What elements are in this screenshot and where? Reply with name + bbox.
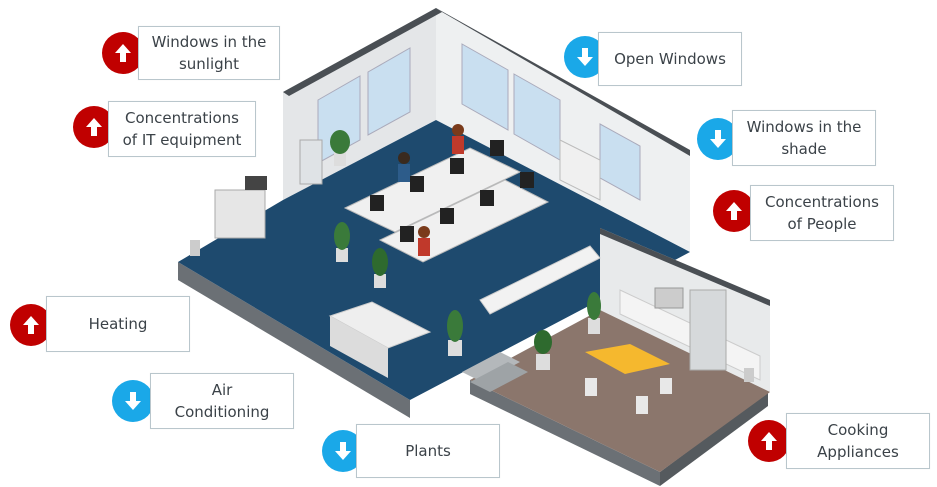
person-1-body bbox=[398, 164, 410, 182]
label-windows-sunlight-text: Windows in the sunlight bbox=[151, 33, 267, 73]
label-windows-sunlight: Windows in the sunlight bbox=[138, 26, 280, 80]
monitor-7 bbox=[480, 190, 494, 206]
steps-2 bbox=[470, 362, 528, 392]
arrow-up-icon bbox=[761, 432, 777, 450]
wall-top-left bbox=[283, 8, 442, 96]
increase-badge-heating bbox=[10, 304, 52, 346]
label-windows-shade-text: Windows in the shade bbox=[746, 118, 862, 158]
bin-office bbox=[190, 240, 200, 256]
wall-top-right bbox=[436, 8, 690, 156]
arrow-up-icon bbox=[726, 202, 742, 220]
label-people: Concentrations of People bbox=[750, 185, 894, 241]
arrow-down-icon bbox=[125, 392, 141, 410]
label-heating-text: Heating bbox=[88, 315, 148, 333]
monitor-3 bbox=[450, 158, 464, 174]
arrow-up-icon bbox=[86, 118, 102, 136]
increase-badge-people bbox=[713, 190, 755, 232]
label-cooking: Cooking Appliances bbox=[786, 413, 930, 469]
microwave bbox=[654, 287, 684, 309]
monitor-1 bbox=[370, 195, 384, 211]
label-plants-text: Plants bbox=[405, 442, 451, 460]
arrow-down-icon bbox=[577, 48, 593, 66]
arrow-up-icon bbox=[115, 44, 131, 62]
reception-counter bbox=[479, 245, 601, 315]
kitchen-slab-side bbox=[470, 380, 660, 486]
label-air-conditioning-text: Air Conditioning bbox=[174, 381, 270, 421]
monitor-8 bbox=[520, 172, 534, 188]
monitor-2 bbox=[410, 176, 424, 192]
plant-1 bbox=[330, 130, 350, 166]
label-air-conditioning: Air Conditioning bbox=[150, 373, 294, 429]
label-it-equipment-text: Concentrations of IT equipment bbox=[122, 109, 242, 149]
copier bbox=[214, 189, 266, 239]
label-open-windows-text: Open Windows bbox=[614, 50, 726, 68]
office-floor bbox=[178, 120, 690, 400]
monitor-4 bbox=[490, 140, 504, 156]
label-people-text: Concentrations of People bbox=[765, 193, 879, 233]
window-left-2 bbox=[367, 47, 411, 136]
increase-badge-windows-sunlight bbox=[102, 32, 144, 74]
arrow-down-icon bbox=[335, 442, 351, 460]
window-right-1 bbox=[461, 43, 509, 131]
stool-1 bbox=[585, 378, 597, 396]
arrow-up-icon bbox=[23, 316, 39, 334]
printer bbox=[245, 176, 267, 190]
monitor-5 bbox=[400, 226, 414, 242]
kitchen-slab-front bbox=[660, 392, 768, 486]
increase-badge-cooking bbox=[748, 420, 790, 462]
sofa-front bbox=[330, 316, 388, 378]
person-2-body bbox=[452, 136, 464, 154]
label-cooking-text: Cooking Appliances bbox=[817, 421, 899, 461]
plant-5 bbox=[534, 330, 552, 370]
kitchen-wall-top bbox=[600, 228, 770, 306]
water-cooler bbox=[299, 139, 323, 185]
person-3-body bbox=[418, 238, 430, 256]
label-plants: Plants bbox=[356, 424, 500, 478]
person-1-head bbox=[398, 152, 410, 164]
label-heating: Heating bbox=[46, 296, 190, 352]
bin-kitchen bbox=[744, 368, 754, 382]
arrow-down-icon bbox=[710, 130, 726, 148]
plant-6 bbox=[587, 292, 601, 334]
person-2-head bbox=[452, 124, 464, 136]
fridge bbox=[689, 289, 727, 371]
person-3-head bbox=[418, 226, 430, 238]
decrease-badge-air-conditioning bbox=[112, 380, 154, 422]
plant-2 bbox=[334, 222, 350, 262]
kitchen-table bbox=[585, 344, 670, 374]
steps bbox=[462, 352, 520, 382]
label-windows-shade: Windows in the shade bbox=[732, 110, 876, 166]
office-slab-side bbox=[178, 262, 410, 418]
label-it-equipment: Concentrations of IT equipment bbox=[108, 101, 256, 157]
stool-2 bbox=[636, 396, 648, 414]
label-open-windows: Open Windows bbox=[598, 32, 742, 86]
filing-cabinet bbox=[559, 139, 601, 201]
monitor-6 bbox=[440, 208, 454, 224]
plant-4 bbox=[447, 310, 463, 356]
plant-3 bbox=[372, 248, 388, 288]
stool-3 bbox=[660, 378, 672, 394]
